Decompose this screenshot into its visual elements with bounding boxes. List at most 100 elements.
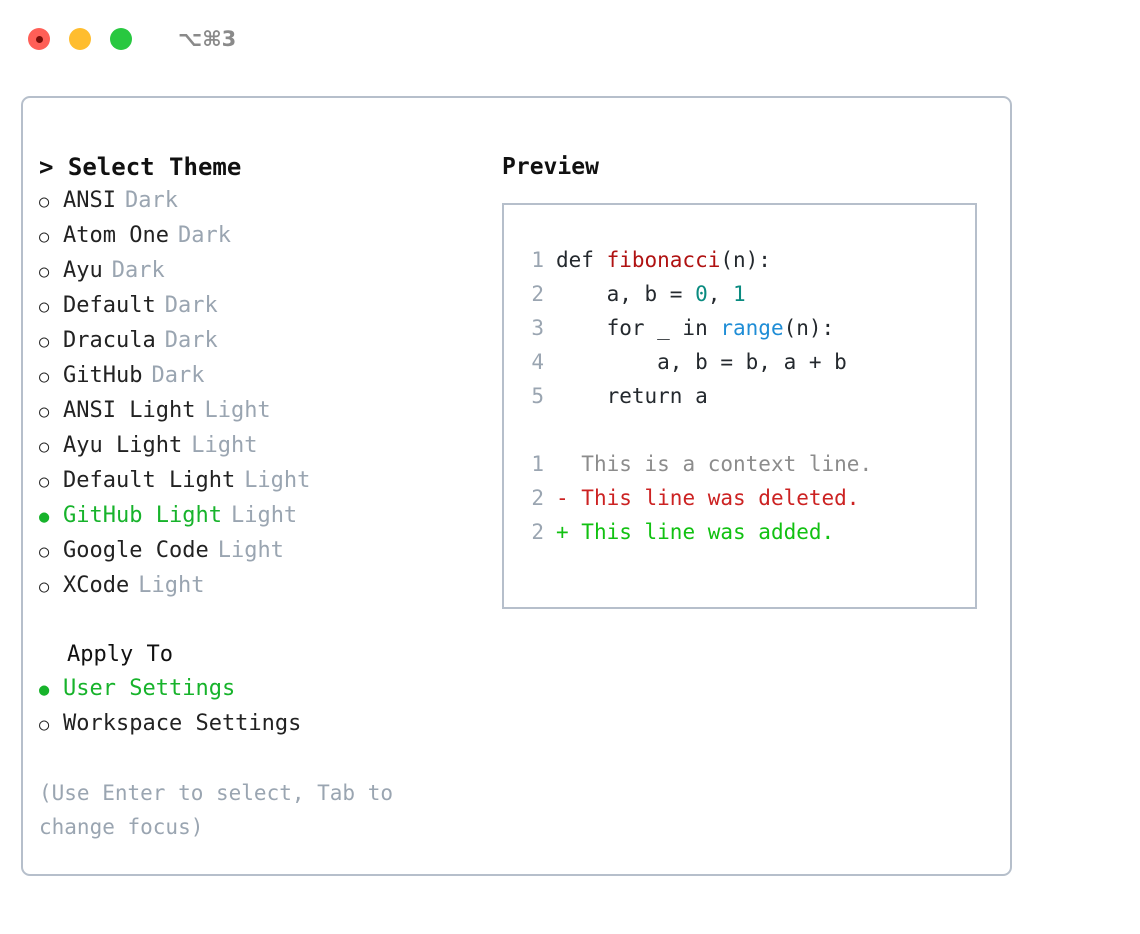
diff-line-context: 1 This is a context line. [522, 447, 975, 481]
maximize-button-icon[interactable] [110, 28, 132, 50]
apply-to-heading: Apply To [67, 642, 173, 667]
diff-marker: + [556, 520, 582, 544]
window-controls [28, 28, 132, 50]
keyboard-hint-text: (Use Enter to select, Tab to change focu… [39, 781, 394, 839]
theme-option-label: Dracula [63, 328, 156, 353]
apply-to-section: Apply To ● User Settings ○ Workspace Settin… [39, 638, 489, 742]
theme-variant-badge: Light [204, 398, 271, 423]
select-theme-heading: > Select Theme [39, 153, 242, 181]
theme-variant-badge: Light [244, 468, 311, 493]
radio-unselected-icon: ○ [39, 367, 50, 387]
code-token-call: range [720, 316, 784, 340]
radio-unselected-icon: ○ [39, 542, 50, 562]
close-dot-icon [35, 35, 43, 43]
radio-unselected-icon: ○ [39, 715, 50, 735]
code-token-num: 1 [733, 282, 746, 306]
code-token-plain: a, b = [556, 282, 696, 306]
radio-unselected-icon: ○ [39, 577, 50, 597]
theme-option-github-light[interactable]: ● GitHub Light Light [39, 499, 489, 534]
close-button-icon[interactable] [28, 28, 50, 50]
diff-line-number: 2 [531, 486, 544, 510]
code-line-number: 5 [531, 384, 544, 408]
diff-marker: - [556, 486, 582, 510]
code-line-text: def fibonacci(n): [556, 243, 771, 277]
code-line-text: return a [556, 379, 708, 413]
code-line-text: a, b = b, a + b [556, 345, 847, 379]
theme-option-label: Ayu [63, 258, 103, 283]
code-token-plain: def [556, 248, 607, 272]
theme-option-label: Default [63, 293, 156, 318]
radio-unselected-icon: ○ [39, 472, 50, 492]
code-token-num: 0 [695, 282, 708, 306]
radio-unselected-icon: ○ [39, 297, 50, 317]
radio-unselected-icon: ○ [39, 227, 50, 247]
code-line: 3 for _ in range(n): [522, 311, 975, 345]
code-line: 4 a, b = b, a + b [522, 345, 975, 379]
theme-variant-badge: Dark [111, 258, 165, 283]
apply-to-option-label: User Settings [63, 676, 236, 701]
diff-line-number: 1 [531, 452, 544, 476]
theme-option-label: ANSI [63, 188, 116, 213]
code-line-text: for _ in range(n): [556, 311, 835, 345]
theme-variant-badge: Dark [124, 188, 178, 213]
diff-line-add: 2+ This line was added. [522, 515, 975, 549]
apply-to-option-user-settings[interactable]: ● User Settings [39, 672, 489, 707]
theme-variant-badge: Light [138, 573, 205, 598]
theme-option-label: GitHub Light [63, 503, 222, 528]
keyboard-shortcut-label: ⌥⌘3 [178, 27, 237, 51]
theme-option-ayu[interactable]: ○ Ayu Dark [39, 254, 489, 289]
code-line-number: 2 [531, 282, 544, 306]
diff-sample: 1 This is a context line. 2- This line wa… [522, 447, 975, 549]
theme-option-atom-one[interactable]: ○ Atom One Dark [39, 219, 489, 254]
apply-to-option-workspace-settings[interactable]: ○ Workspace Settings [39, 707, 489, 742]
diff-line-text: This is a context line. [581, 452, 873, 476]
code-line: 2 a, b = 0, 1 [522, 277, 975, 311]
theme-variant-badge: Dark [164, 328, 218, 353]
theme-variant-badge: Dark [177, 223, 231, 248]
code-line: 5 return a [522, 379, 975, 413]
code-line-number: 3 [531, 316, 544, 340]
theme-option-label: ANSI Light [63, 398, 196, 423]
theme-option-xcode[interactable]: ○ XCode Light [39, 569, 489, 604]
theme-option-default-light[interactable]: ○ Default Light Light [39, 464, 489, 499]
minimize-button-icon[interactable] [69, 28, 91, 50]
theme-option-ansi[interactable]: ○ ANSI Dark [39, 184, 489, 219]
theme-option-label: XCode [63, 573, 130, 598]
code-token-func: fibonacci [606, 248, 721, 272]
code-token-plain: return a [556, 384, 708, 408]
title-bar: ⌥⌘3 [0, 0, 1140, 78]
radio-unselected-icon: ○ [39, 332, 50, 352]
diff-line-text: This line was added. [581, 520, 835, 544]
radio-unselected-icon: ○ [39, 437, 50, 457]
code-token-plain: (n): [783, 316, 835, 340]
radio-unselected-icon: ○ [39, 192, 50, 212]
apply-to-option-label: Workspace Settings [63, 711, 302, 736]
theme-option-label: Atom One [63, 223, 169, 248]
code-line-number: 1 [531, 248, 544, 272]
theme-option-dracula[interactable]: ○ Dracula Dark [39, 324, 489, 359]
theme-option-label: Default Light [63, 468, 236, 493]
code-token-plain: for _ in [556, 316, 721, 340]
radio-selected-icon: ● [39, 507, 50, 527]
preview-heading: Preview [502, 154, 599, 180]
theme-variant-badge: Light [230, 503, 298, 528]
radio-unselected-icon: ○ [39, 262, 50, 282]
theme-option-label: Ayu Light [63, 433, 183, 458]
code-token-plain: a, b = b, a + b [556, 350, 847, 374]
radio-selected-icon: ● [39, 680, 50, 700]
code-line: 1 def fibonacci(n): [522, 243, 975, 277]
theme-variant-badge: Light [217, 538, 284, 563]
theme-option-label: GitHub [63, 363, 143, 388]
